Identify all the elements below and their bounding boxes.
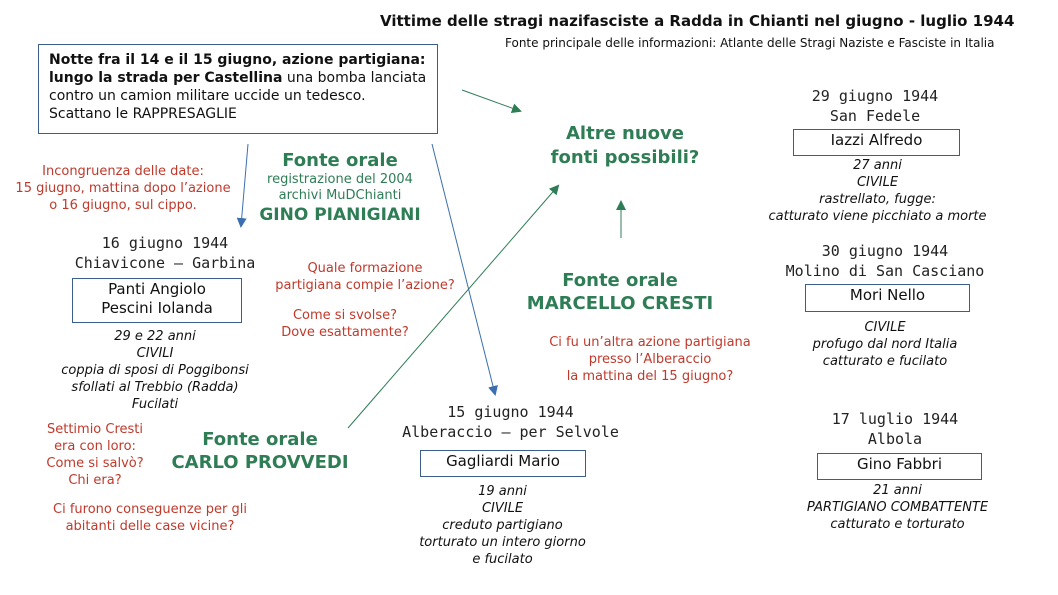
intro-box: Notte fra il 14 e il 15 giugno, azione p… (38, 44, 438, 134)
event-30-name: Mori Nello (805, 284, 970, 312)
event-16-header: 16 giugno 1944 Chiavicone – Garbina (74, 234, 256, 272)
arrow-to-16-giugno (236, 143, 249, 228)
event-17l-name: Gino Fabbri (817, 453, 982, 480)
question-svolse: Come si svolse? Dove esattamente? (281, 308, 409, 340)
event-30-details: CIVILE profugo dal nord Italia catturato… (812, 320, 958, 369)
event-17l-header: 17 luglio 1944 Albola (831, 410, 959, 448)
question-alberaccio: Ci fu un’altra azione partigiana presso … (549, 335, 751, 384)
event-29-header: 29 giugno 1944 San Fedele (811, 87, 939, 125)
page-title: Vittime delle stragi nazifasciste a Radd… (380, 12, 1015, 30)
altre-fonti: Altre nuove fonti possibili? (550, 123, 700, 168)
arrow-provvedi (347, 184, 560, 429)
question-settimio: Settimio Cresti era con loro: Come si sa… (46, 422, 144, 488)
arrow-to-15-giugno (431, 143, 498, 396)
event-29-name: Iazzi Alfredo (793, 129, 960, 156)
fonte-cresti: Fonte orale MARCELLO CRESTI (526, 270, 714, 314)
event-15-header: 15 giugno 1944 Alberaccio – per Selvole (402, 403, 619, 441)
event-30-header: 30 giugno 1944 Molino di San Casciano (785, 242, 985, 280)
event-29-details: 27 anni CIVILE rastrellato, fugge: cattu… (768, 158, 987, 224)
intro-bold: Notte fra il 14 e il 15 giugno, azione p… (49, 52, 426, 86)
page-subtitle: Fonte principale delle informazioni: Atl… (505, 36, 995, 50)
incongruenza-note: Incongruenza delle date: 15 giugno, matt… (15, 164, 231, 213)
arrow-to-altre-fonti (461, 89, 522, 113)
event-17l-details: 21 anni PARTIGIANO COMBATTENTE catturato… (806, 483, 989, 532)
event-16-details: 29 e 22 anni CIVILI coppia di sposi di P… (61, 329, 249, 412)
event-15-name: Gagliardi Mario (420, 450, 586, 477)
question-formazione: Quale formazione partigiana compie l’azi… (275, 261, 455, 293)
intro-text: una bomba lanciata contro un camion mili… (49, 70, 427, 122)
event-16-names: Panti Angiolo Pescini Iolanda (72, 278, 242, 323)
fonte-pianigiani: Fonte orale registrazione del 2004 archi… (259, 150, 421, 225)
event-15-details: 19 anni CIVILE creduto partigiano tortur… (419, 484, 586, 567)
question-conseguenze: Ci furono conseguenze per gli abitanti d… (53, 502, 247, 534)
fonte-provvedi: Fonte orale CARLO PROVVEDI (171, 429, 349, 473)
